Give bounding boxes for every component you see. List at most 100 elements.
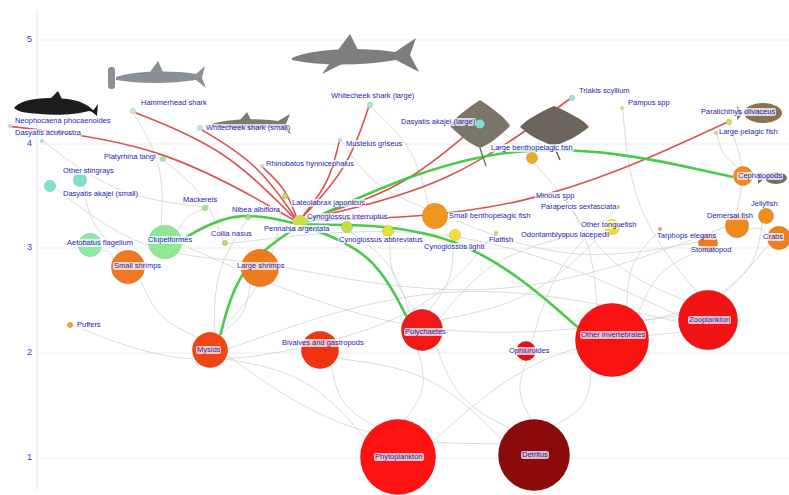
species-label: Crabs [762,233,784,241]
trophic-link [226,359,365,438]
species-node: Whitecheek shark (small) [197,125,203,131]
shark-fin [338,34,358,50]
species-node: Odontamblyopus lacepedii [562,233,568,239]
species-node: Jellyfish [758,208,774,224]
species-node: Puffers [67,322,73,328]
highlighted-link [307,123,726,221]
species-label: Neophocaena phocaenoides [14,117,112,125]
species-node: Cephalopods [733,166,753,186]
hammerhead-picture [108,61,206,89]
node-circle-frame [8,124,12,128]
biomass-circle [8,124,11,127]
node-circle-frame [40,139,44,143]
species-label: Cynoglossus lighti [423,243,485,251]
species-label: Odontamblyopus lacepedii [520,231,610,239]
node-circle-frame [658,227,662,231]
species-node: Platyrhina tangi [160,156,166,162]
node-circle-frame [526,152,538,164]
species-label: Large pelagic fish [718,128,779,136]
biomass-circle [526,152,537,163]
node-circle-frame [758,208,774,224]
trophic-level-number: 3 [26,242,33,253]
species-label: Lateolabrax japonicus [291,199,366,207]
species-label: Triakis scyllium [578,87,631,95]
species-node: Other stingrays [73,173,87,187]
biomass-circle [569,95,574,100]
whale-body [14,98,96,115]
species-label: Detritus [521,451,549,459]
node-circle-frame [222,240,228,246]
species-label: Whitecheek shark (large) [330,92,415,100]
species-label: Flatfish [488,236,514,244]
trophic-link [554,371,591,426]
species-node: Nibea albiflora [245,214,251,220]
species-node: Large benthopelagic fish [526,152,538,164]
species-label: Cynoglossus interruptus [306,213,388,221]
species-label: Nibea albiflora [231,206,281,214]
species-label: Paralichthys olivaceus [700,108,776,116]
biomass-circle [658,227,661,230]
species-node: Whitecheek shark (large) [367,102,373,108]
species-label: Dasyatis akajei (small) [62,190,139,198]
species-label: Hammerhead shark [140,99,208,107]
biomass-circle [620,106,623,109]
species-label: Small shrimps [113,262,162,270]
trophic-link [44,142,202,207]
species-node: Pampus spp [620,106,624,110]
node-circle-frame [620,106,624,110]
trophic-level-number: 2 [26,347,33,358]
trophic-link [56,188,243,261]
species-label: Parapercis sexfasciata [540,203,617,211]
species-label: Tarphops elegans [656,232,717,240]
species-node: Parapercis sexfasciata [616,205,620,209]
biomass-circle [449,229,460,240]
trophic-link [331,365,375,426]
species-node: Bivalves and gastropods [301,331,339,369]
node-circle-frame [44,180,56,192]
node-circle-frame [449,229,461,241]
species-label: Platyrhina tangi [103,153,157,161]
species-label: Zooplankton [688,316,731,324]
biomass-circle [44,180,55,191]
species-label: Demersal fish [706,212,754,220]
shark-fin [150,61,163,72]
grid-line [37,353,789,354]
biomass-circle [282,193,287,198]
species-node: Detritus [498,419,570,491]
trophic-level-number: 4 [26,138,33,149]
species-label: Small benthopelagic fish [448,212,531,220]
trophic-link [100,251,113,259]
species-node: Dasyatis acutirostra [40,139,44,143]
species-node: Demersal fish [725,214,749,238]
species-node: Large shrimps [241,249,279,287]
whale-tail [92,104,98,116]
species-node: Aetobatus flagellum [78,233,102,257]
biomass-circle [40,139,43,142]
species-node: Hammerhead shark [130,108,136,114]
trophic-link [436,346,510,429]
species-node: Ophiuroides [516,341,536,361]
biomass-circle [341,221,352,232]
species-node: Minous spp [563,197,567,201]
biomass-circle [382,225,393,236]
shark-fin [322,63,342,74]
species-label: Aetobatus flagellum [66,239,134,247]
shark-head [108,67,115,89]
species-label: Coilia nasus [210,230,253,238]
species-label: Other tonguefish [580,221,637,229]
whale-picture [14,91,98,116]
highlighted-link [12,127,293,220]
species-label: Cynoglossus abbreviatus [338,236,424,244]
biomass-circle [202,205,207,210]
species-label: Puffers [76,321,102,329]
species-label: Ophiuroides [508,347,550,355]
node-circle-frame [575,303,649,377]
species-label: Cephalopods [737,172,783,180]
node-circle-frame [475,119,485,129]
species-label: Minous spp [535,192,575,200]
species-node: Coilia nasus [222,240,228,246]
trophic-link [627,231,660,306]
species-node: Dasyatis akajei (small) [44,180,56,192]
ray-body [520,106,589,146]
